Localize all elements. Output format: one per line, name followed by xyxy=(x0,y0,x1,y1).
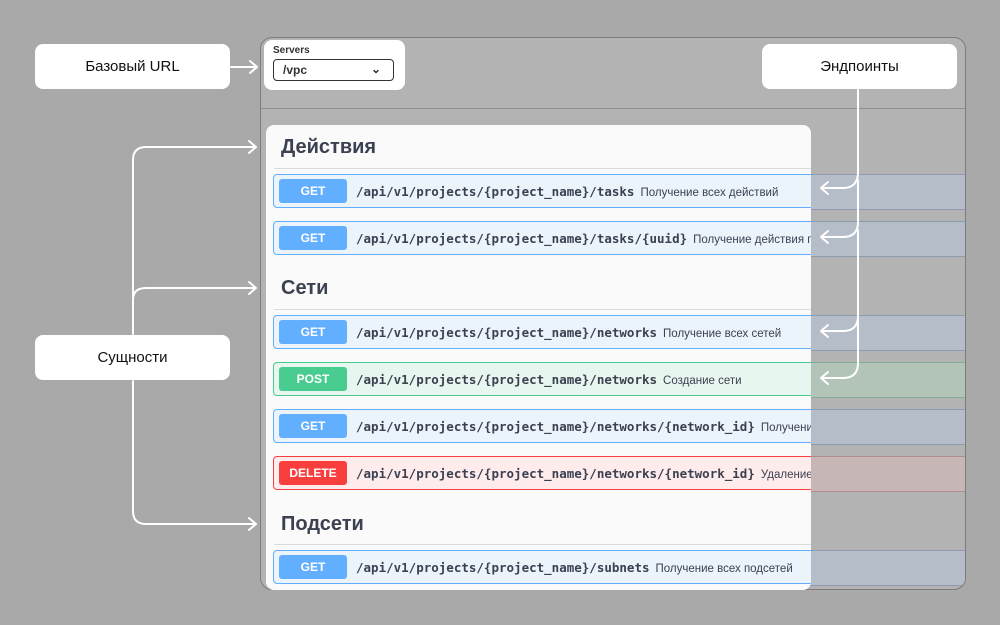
callout-endpoints: Эндпоинты xyxy=(762,44,957,89)
operation-description: Получение действия по идентификатору xyxy=(693,234,811,246)
arrow-head-icon xyxy=(248,281,257,295)
operation-path: /api/v1/projects/{project_name}/networks… xyxy=(356,419,755,434)
operation-path: /api/v1/projects/{project_name}/tasks/{u… xyxy=(356,231,688,246)
arrow-head-icon xyxy=(249,60,258,74)
method-badge: GET xyxy=(279,414,347,438)
operation-row[interactable]: GET /api/v1/projects/{project_name}/netw… xyxy=(273,409,811,443)
section-divider xyxy=(274,544,811,545)
endpoints-panel: Действия GET /api/v1/projects/{project_n… xyxy=(266,125,811,590)
section-title-actions[interactable]: Действия xyxy=(281,136,377,158)
chevron-down-icon: ⌄ xyxy=(370,62,381,76)
operation-description: Удаление сети по идентификатору xyxy=(760,469,811,481)
arrow-entities-networks xyxy=(132,287,256,301)
method-badge: GET xyxy=(279,179,347,203)
operation-path: /api/v1/projects/{project_name}/networks xyxy=(356,325,658,340)
method-badge: GET xyxy=(279,320,347,344)
arrow-head-icon xyxy=(248,140,257,154)
servers-label: Servers xyxy=(273,45,310,56)
operation-row[interactable]: GET /api/v1/projects/{project_name}/subn… xyxy=(273,550,811,584)
operation-path: /api/v1/projects/{project_name}/networks… xyxy=(356,466,755,481)
operation-description: Создание сети xyxy=(663,375,742,387)
arrow-entities-actions xyxy=(132,146,256,335)
operation-description: Получение всех сетей xyxy=(663,328,782,340)
callout-base-url: Базовый URL xyxy=(35,44,230,89)
frame-divider xyxy=(261,108,965,109)
operation-row[interactable]: GET /api/v1/projects/{project_name}/task… xyxy=(273,221,811,255)
arrow-entities-subnets xyxy=(132,380,256,525)
operation-path: /api/v1/projects/{project_name}/tasks xyxy=(356,184,635,199)
operation-row[interactable]: DELETE /api/v1/projects/{project_name}/n… xyxy=(273,456,811,490)
method-badge: GET xyxy=(279,555,347,579)
operation-description: Получение всех действий xyxy=(640,187,779,199)
section-divider xyxy=(274,309,811,310)
operation-description: Получение всех подсетей xyxy=(655,563,793,575)
operation-path: /api/v1/projects/{project_name}/subnets xyxy=(356,560,650,575)
operation-row[interactable]: POST /api/v1/projects/{project_name}/net… xyxy=(273,362,811,396)
arrow-head-icon xyxy=(248,517,257,531)
section-divider xyxy=(274,168,811,169)
method-badge: DELETE xyxy=(279,461,347,485)
method-badge: POST xyxy=(279,367,347,391)
section-title-subnets[interactable]: Подсети xyxy=(281,513,364,535)
servers-select[interactable]: /vpc ⌄ xyxy=(273,59,394,81)
method-badge: GET xyxy=(279,226,347,250)
operation-row[interactable]: GET /api/v1/projects/{project_name}/netw… xyxy=(273,315,811,349)
servers-panel: Servers /vpc ⌄ xyxy=(264,40,405,90)
section-title-networks[interactable]: Сети xyxy=(281,277,329,299)
callout-entities: Сущности xyxy=(35,335,230,380)
operation-path: /api/v1/projects/{project_name}/networks xyxy=(356,372,658,387)
operation-row[interactable]: GET /api/v1/projects/{project_name}/task… xyxy=(273,174,811,208)
operation-description: Получение сети по идентификатору xyxy=(760,422,811,434)
servers-select-value: /vpc xyxy=(283,63,308,77)
